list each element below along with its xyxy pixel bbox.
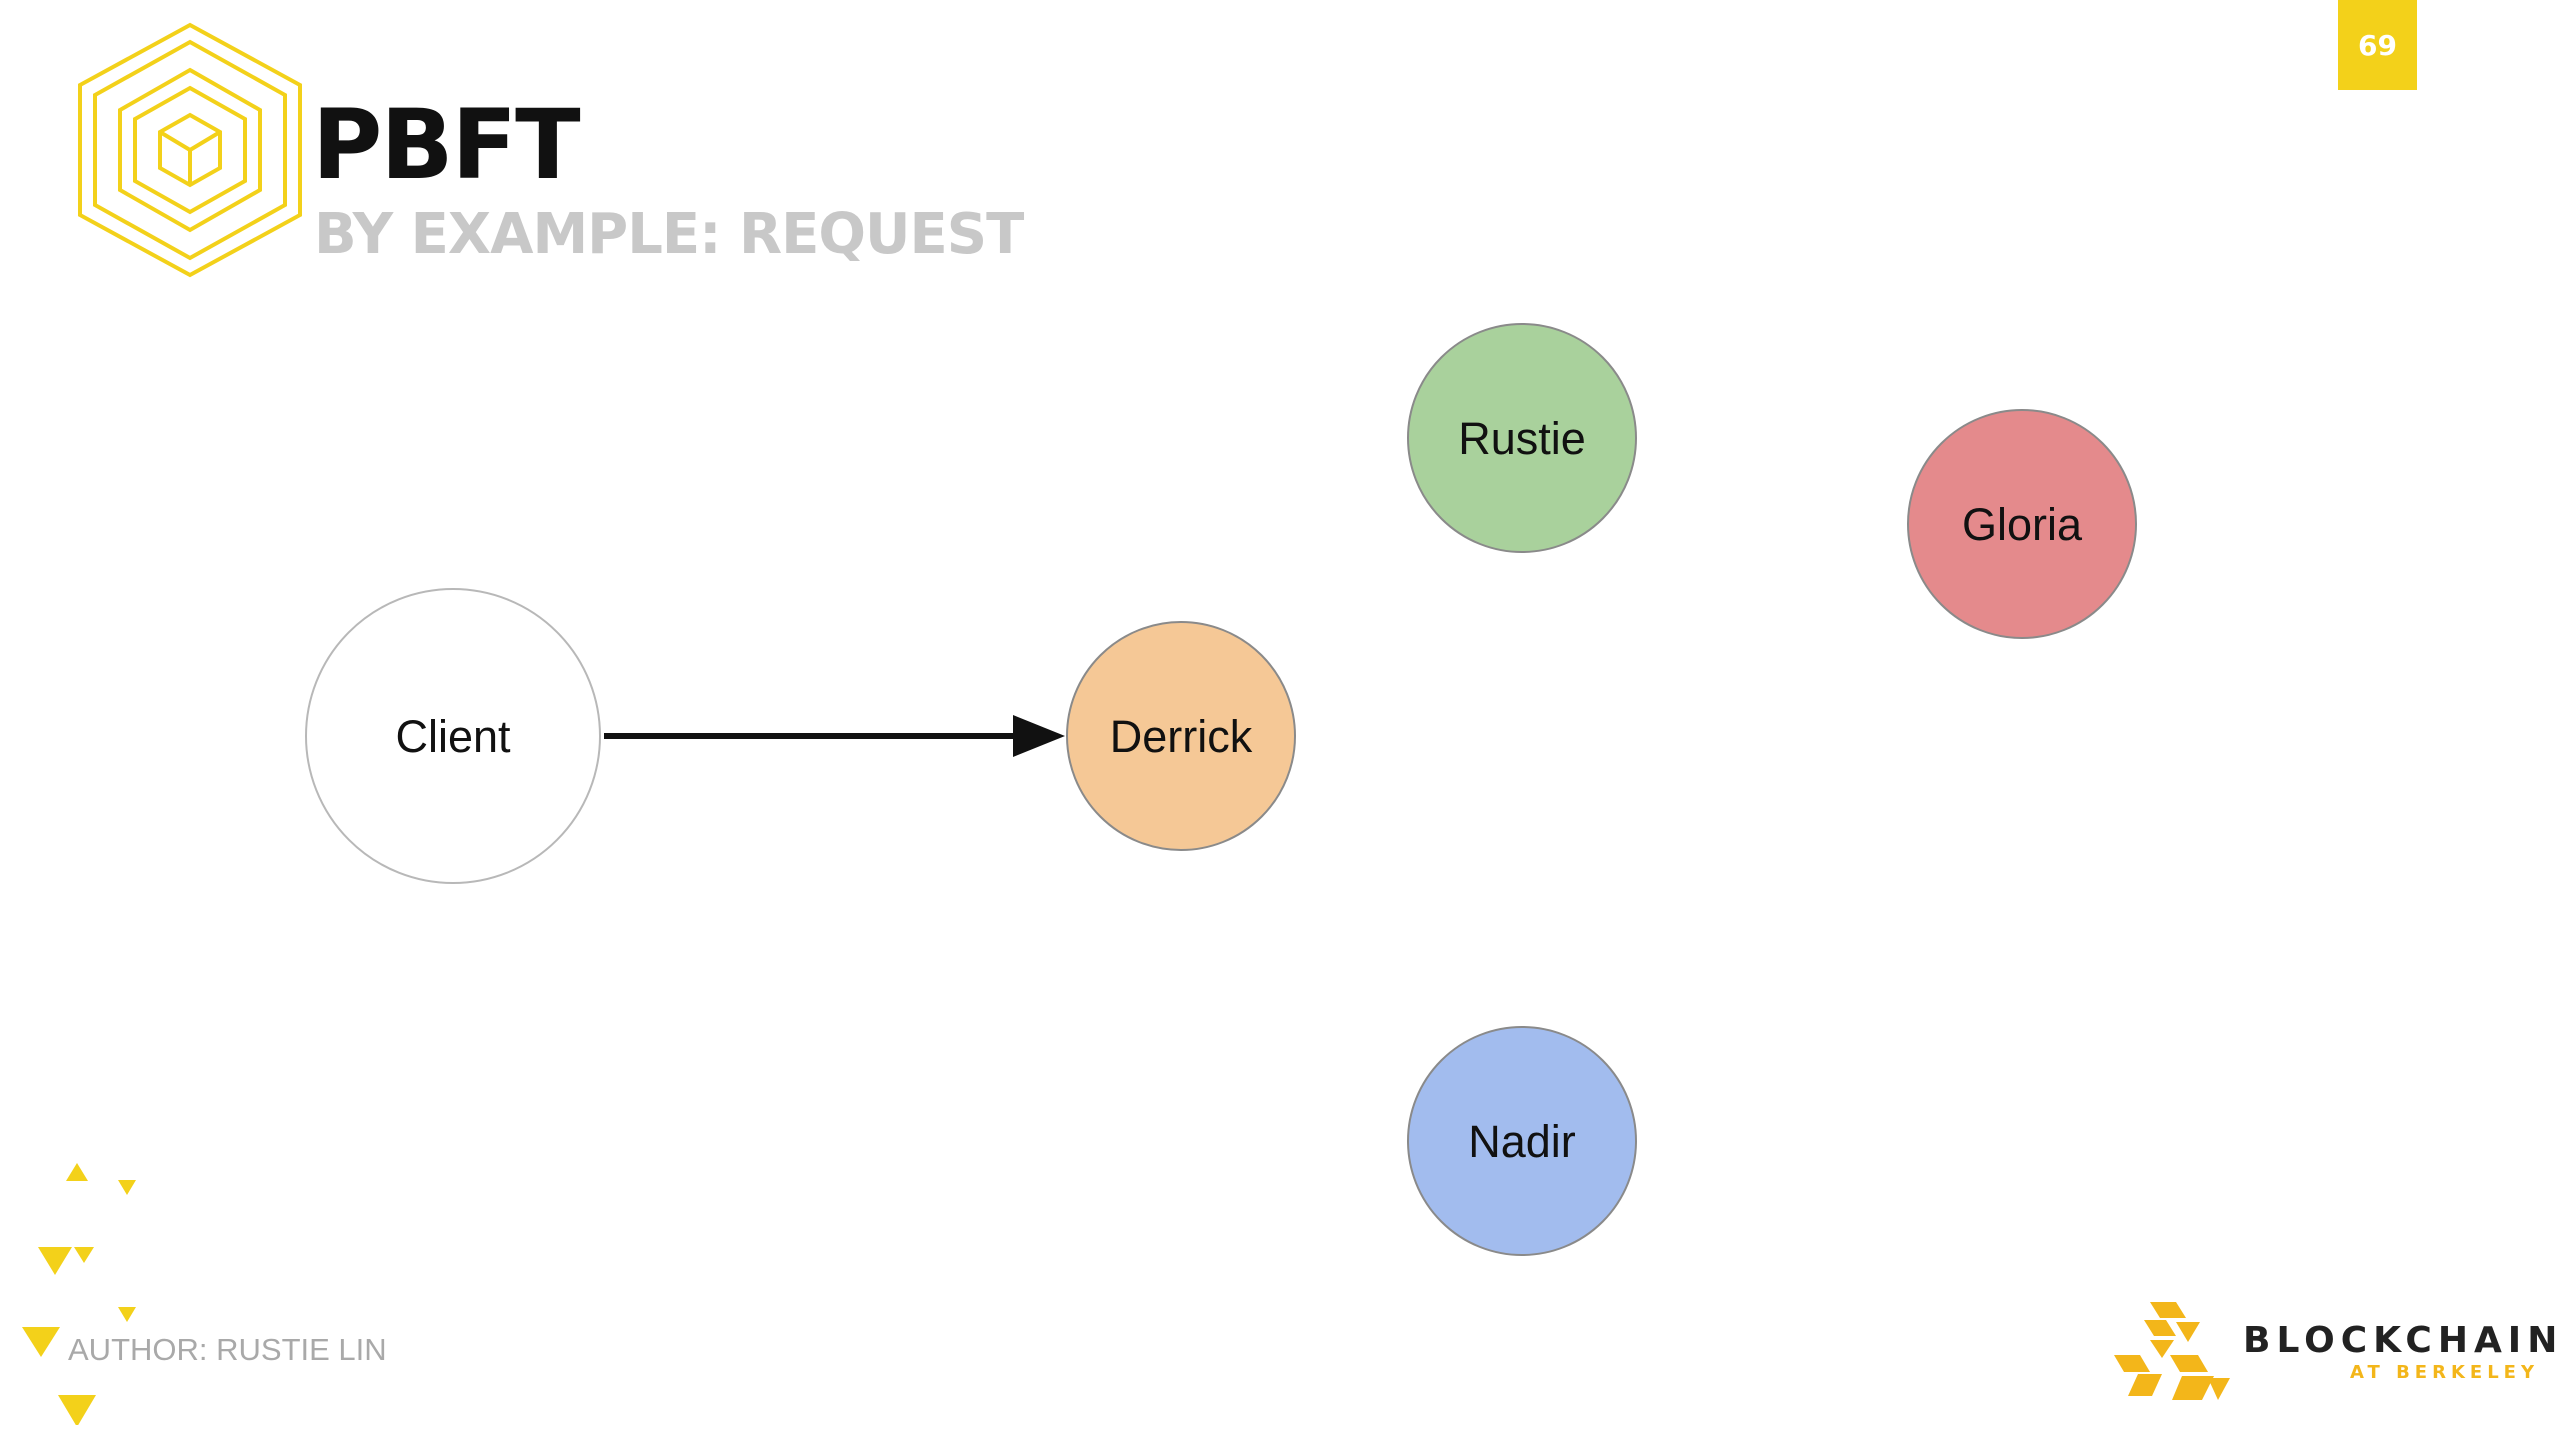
page-subtitle: BY EXAMPLE: REQUEST	[314, 202, 1024, 267]
node-gloria: Gloria	[1907, 409, 2137, 639]
node-nadir-label: Nadir	[1468, 1116, 1576, 1167]
slide-number-badge: 69	[2338, 0, 2417, 90]
node-nadir: Nadir	[1407, 1026, 1637, 1256]
node-client-label: Client	[395, 711, 511, 762]
org-subtitle: AT BERKELEY	[2350, 1362, 2539, 1383]
node-nadir-circle	[1407, 1026, 1637, 1256]
node-derrick-circle	[1066, 621, 1296, 851]
node-rustie: Rustie	[1407, 323, 1637, 553]
node-gloria-label: Gloria	[1962, 499, 2083, 550]
node-client: Client	[305, 588, 601, 884]
node-rustie-circle	[1407, 323, 1637, 553]
blockchain-at-berkeley-logo-icon	[2114, 1302, 2230, 1400]
page-title: PBFT	[312, 89, 581, 201]
arrowhead-icon	[1013, 715, 1065, 757]
hexagon-cube-logo-icon	[78, 22, 302, 278]
node-rustie-label: Rustie	[1458, 413, 1586, 464]
org-name: BLOCKCHAIN	[2243, 1320, 2559, 1361]
node-client-circle	[305, 588, 601, 884]
node-gloria-circle	[1907, 409, 2137, 639]
author-credit: AUTHOR: RUSTIE LIN	[68, 1332, 387, 1367]
edge-client-to-derrick	[604, 715, 1065, 757]
node-derrick: Derrick	[1066, 621, 1296, 851]
decorative-triangles-icon	[22, 1163, 136, 1425]
node-derrick-label: Derrick	[1110, 711, 1253, 762]
